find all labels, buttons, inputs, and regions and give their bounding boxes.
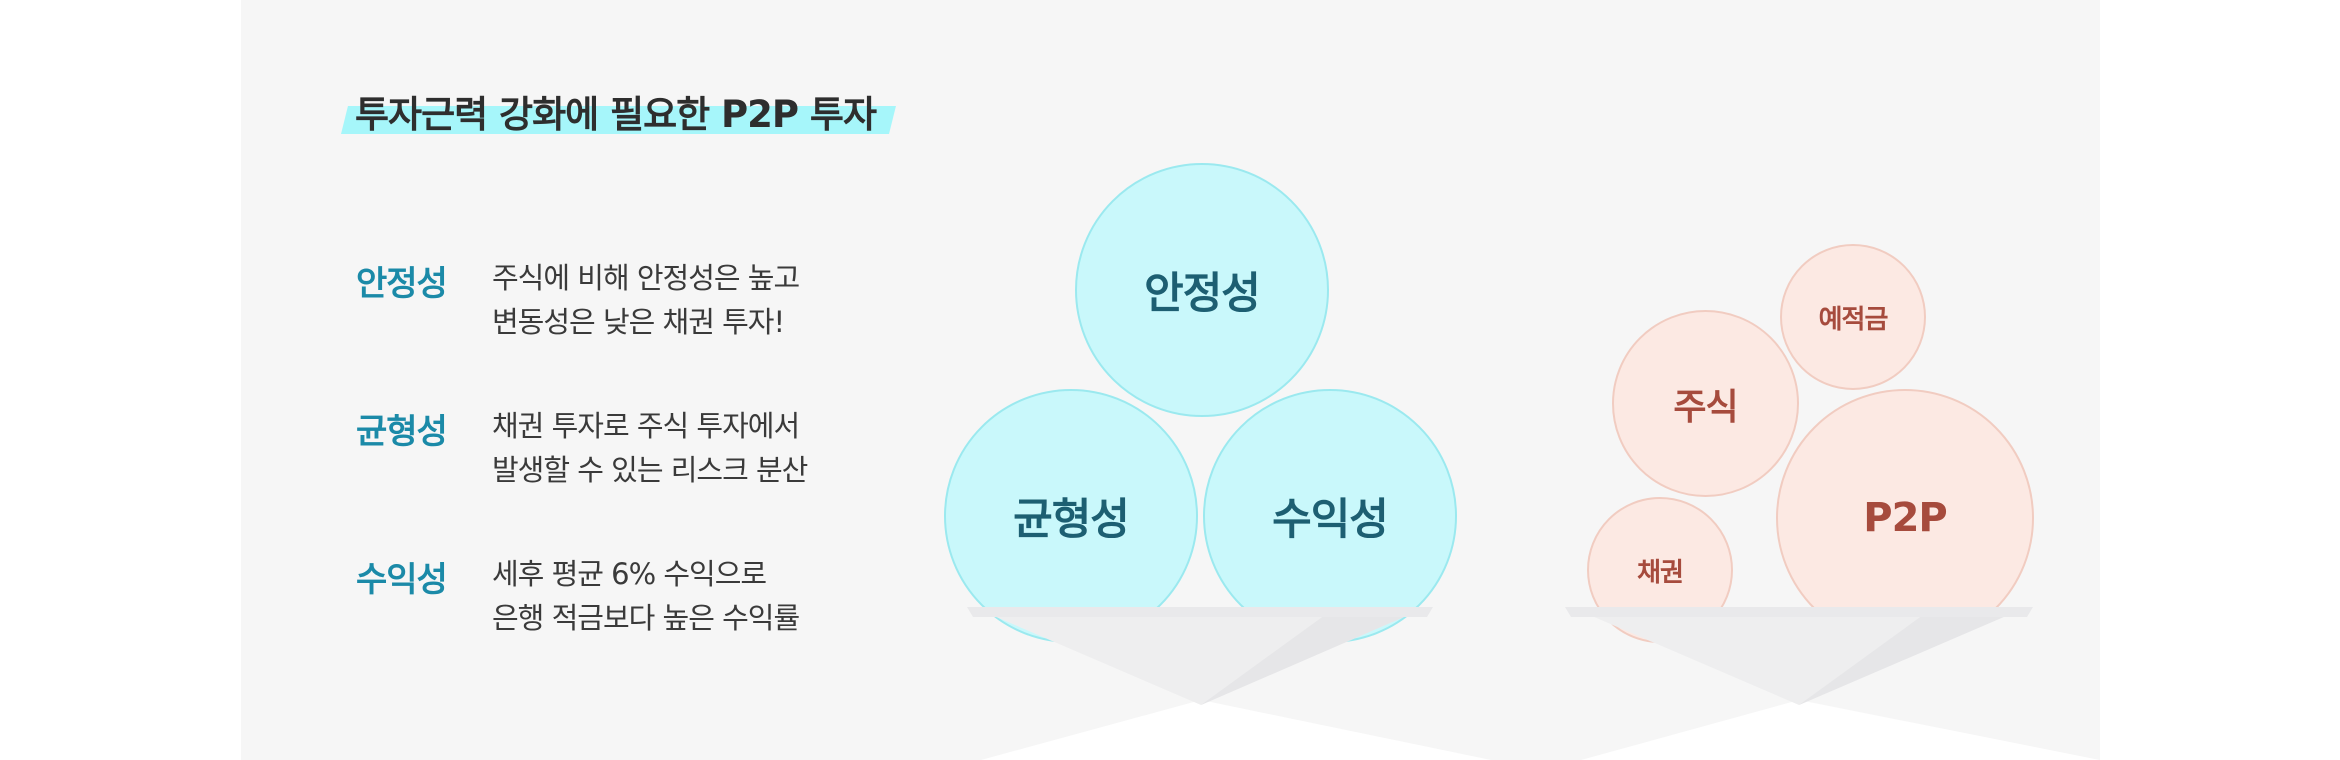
feature-desc-line: 변동성은 낮은 채권 투자! [492, 305, 785, 339]
circle-stability: 안정성 [1075, 163, 1329, 417]
feature-title: 균형성 [356, 412, 448, 452]
feature-desc-line: 채권 투자로 주식 투자에서 [492, 409, 800, 443]
headline-block: 투자근력 강화에 필요한 P2P 투자 [341, 80, 901, 140]
circle-savings: 예적금 [1780, 244, 1926, 390]
feature-description: 주식에 비해 안정성은 높고 변동성은 낮은 채권 투자! [492, 256, 800, 344]
circle-balance: 균형성 [944, 389, 1198, 643]
investment-panel: 투자근력 강화에 필요한 P2P 투자 안정성 주식에 비해 안정성은 높고 변… [241, 0, 2100, 760]
feature-desc-line: 은행 적금보다 높은 수익률 [492, 601, 800, 635]
circle-profitability: 수익성 [1203, 389, 1457, 643]
feature-title: 안정성 [356, 264, 448, 304]
feature-desc-line: 발생할 수 있는 리스크 분산 [492, 453, 808, 487]
circle-p2p: P2P [1776, 389, 2034, 647]
headline: 투자근력 강화에 필요한 P2P 투자 [355, 93, 877, 136]
feature-profitability: 수익성 세후 평균 6% 수익으로 은행 적금보다 높은 수익률 [356, 552, 876, 642]
circle-bonds: 채권 [1587, 497, 1733, 643]
feature-title: 수익성 [356, 560, 448, 600]
feature-desc-line: 세후 평균 6% 수익으로 [492, 557, 767, 591]
feature-description: 세후 평균 6% 수익으로 은행 적금보다 높은 수익률 [492, 552, 800, 640]
circle-stocks: 주식 [1612, 310, 1799, 497]
feature-description: 채권 투자로 주식 투자에서 발생할 수 있는 리스크 분산 [492, 404, 808, 492]
feature-stability: 안정성 주식에 비해 안정성은 높고 변동성은 낮은 채권 투자! [356, 256, 876, 346]
feature-balance: 균형성 채권 투자로 주식 투자에서 발생할 수 있는 리스크 분산 [356, 404, 876, 494]
feature-desc-line: 주식에 비해 안정성은 높고 [492, 261, 800, 295]
